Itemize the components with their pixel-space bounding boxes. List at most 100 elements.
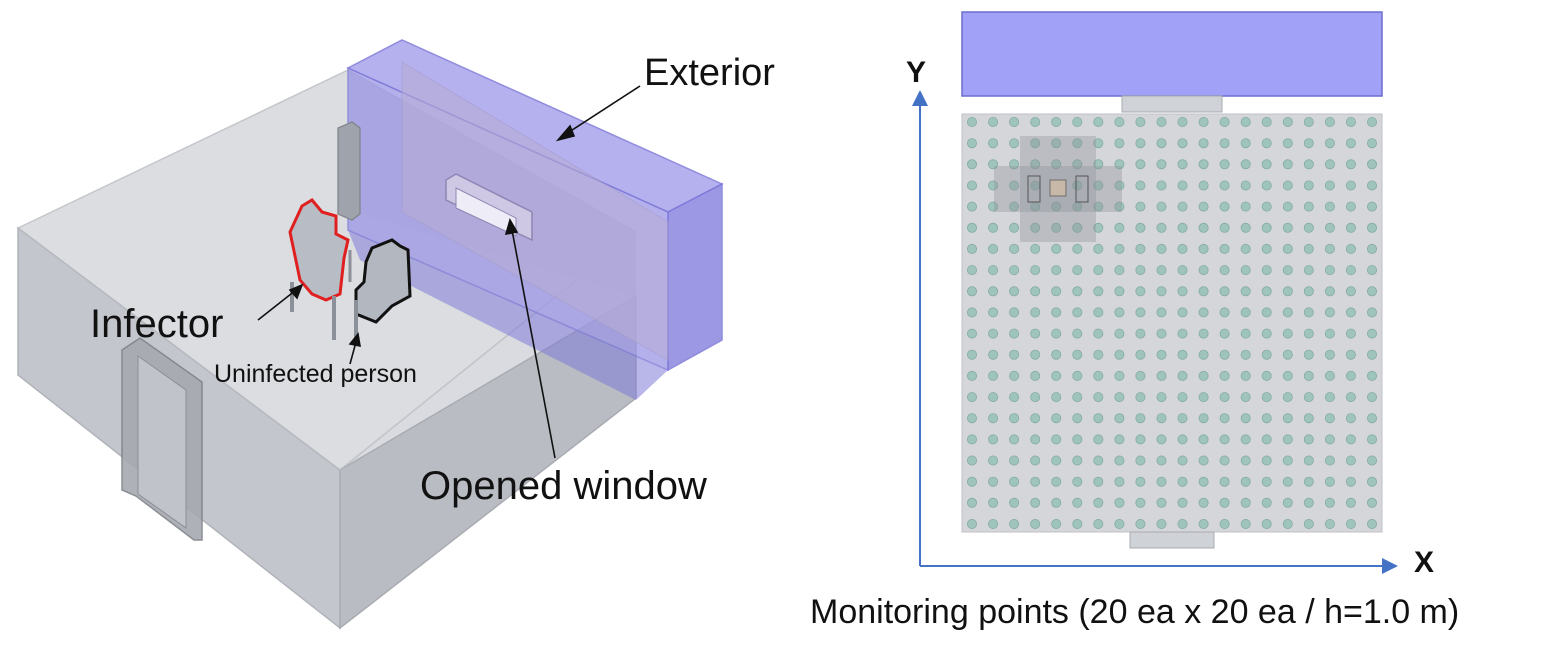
monitoring-point [1367,138,1378,149]
monitoring-point [1156,117,1167,128]
infector-figure [288,198,352,340]
monitoring-point [1177,286,1188,297]
monitoring-point [1009,243,1020,254]
monitoring-point [1219,497,1230,508]
monitoring-point [1261,201,1272,212]
monitoring-point [1345,392,1356,403]
monitoring-point [967,392,978,403]
monitoring-point [988,370,999,381]
monitoring-point [1051,307,1062,318]
monitoring-point [1367,243,1378,254]
monitoring-point [1198,370,1209,381]
callout-arrows [257,85,641,459]
monitoring-point [1093,476,1104,487]
monitoring-point [1009,497,1020,508]
monitoring-point [1051,370,1062,381]
monitoring-point [1219,307,1230,318]
monitoring-point [1240,222,1251,233]
monitoring-point [1282,180,1293,191]
monitoring-point [1261,370,1272,381]
monitoring-point [1303,222,1314,233]
monitoring-points-caption: Monitoring points (20 ea x 20 ea / h=1.0… [810,593,1460,631]
monitoring-point [1345,349,1356,360]
monitoring-point [1324,159,1335,170]
monitoring-point [1261,159,1272,170]
monitoring-point [1282,455,1293,466]
exterior-box-side [667,182,723,372]
monitoring-point [1156,392,1167,403]
monitoring-point [1030,138,1041,149]
monitoring-point [967,349,978,360]
window-wall [401,61,669,361]
monitoring-point [1198,265,1209,276]
monitoring-point [1030,243,1041,254]
monitoring-point [1219,476,1230,487]
monitoring-point [988,328,999,339]
monitoring-point [1240,413,1251,424]
monitoring-point [1135,392,1146,403]
monitoring-point [1135,349,1146,360]
monitoring-point [1367,222,1378,233]
monitoring-point [1030,159,1041,170]
monitoring-point [1156,413,1167,424]
monitoring-point [1345,328,1356,339]
monitoring-point [1198,476,1209,487]
monitoring-point [967,243,978,254]
monitoring-point [1303,117,1314,128]
chair-right [1075,175,1089,203]
monitoring-point [1135,222,1146,233]
monitoring-point [1072,243,1083,254]
monitoring-point [1135,286,1146,297]
monitoring-point [1156,265,1167,276]
monitoring-point [1156,201,1167,212]
monitoring-point [1345,286,1356,297]
monitoring-point [1367,476,1378,487]
monitoring-point [988,180,999,191]
monitoring-point [1051,159,1062,170]
monitoring-point [1303,180,1314,191]
monitoring-point [1261,328,1272,339]
monitoring-point [1303,434,1314,445]
monitoring-point [1051,497,1062,508]
monitoring-point [1324,117,1335,128]
monitoring-point [1093,392,1104,403]
monitoring-point [967,434,978,445]
y-axis-arrowhead [912,90,928,106]
monitoring-point [1030,328,1041,339]
monitoring-point [1345,265,1356,276]
monitoring-point [1367,455,1378,466]
monitoring-point [1177,455,1188,466]
monitoring-point [1156,476,1167,487]
monitoring-point [1282,434,1293,445]
monitoring-point [1261,413,1272,424]
monitoring-point [1177,138,1188,149]
monitoring-point [1051,286,1062,297]
monitoring-point [1030,455,1041,466]
monitoring-point [967,519,978,530]
monitoring-point [1303,265,1314,276]
monitoring-point [1198,286,1209,297]
monitoring-point [1303,392,1314,403]
monitoring-point [1156,159,1167,170]
monitoring-point [1367,519,1378,530]
monitoring-point [1177,413,1188,424]
monitoring-point [1282,222,1293,233]
monitoring-point [1156,519,1167,530]
monitoring-point [1051,138,1062,149]
monitoring-point [1261,307,1272,318]
monitoring-point [1219,159,1230,170]
monitoring-point [1009,455,1020,466]
axes [912,90,1398,574]
monitoring-point [1345,222,1356,233]
monitoring-point [1009,180,1020,191]
monitoring-point [1135,201,1146,212]
monitoring-point [1345,434,1356,445]
monitoring-point [1219,413,1230,424]
monitoring-point [1324,497,1335,508]
monitoring-point [1367,286,1378,297]
monitoring-point [1303,159,1314,170]
monitoring-point [1261,392,1272,403]
monitoring-point [1303,286,1314,297]
monitoring-point [1240,117,1251,128]
